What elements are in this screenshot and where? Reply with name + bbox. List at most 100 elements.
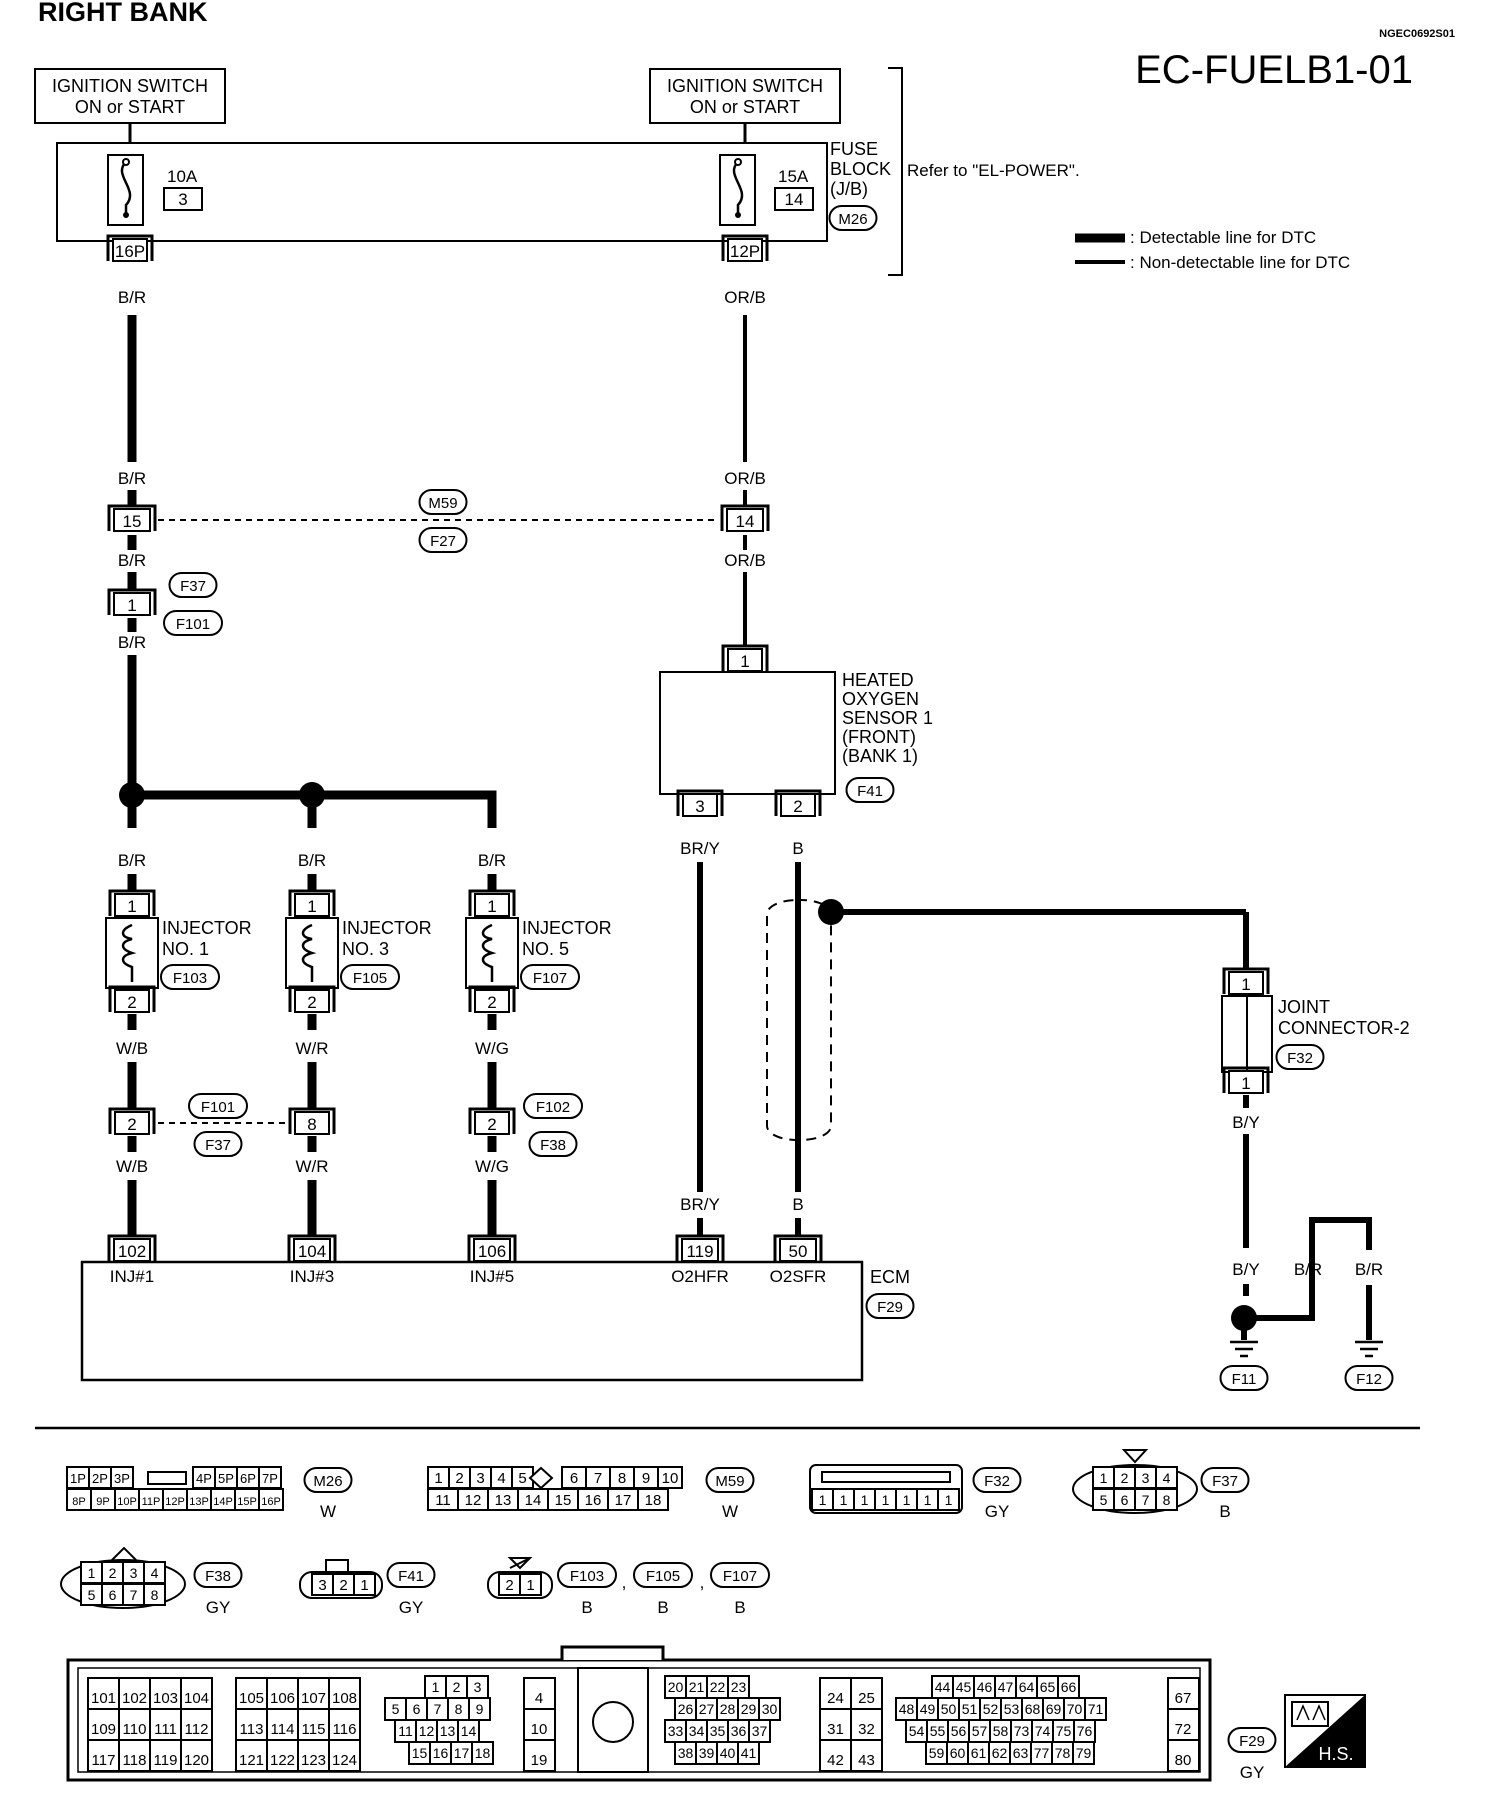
ecm-g2-cell-label: 107 [301,1690,326,1707]
comma: , [622,1573,627,1592]
m59-top-b-cell-label: 6 [570,1470,578,1487]
view-f107-text: F107 [723,1568,757,1585]
pin-14 [726,508,764,532]
view-f107-color: B [734,1598,745,1617]
injector-5-wire-label-out: W/G [475,1039,509,1058]
connector-f101-b-text: F101 [201,1099,235,1116]
ecm-g3-cell-label: 8 [455,1701,463,1717]
m26-bottom-cell [258,1488,284,1511]
ecm-g4-cell-label: 19 [531,1752,548,1769]
ecm-g1-cell [180,1677,213,1710]
m26-latch [147,1471,187,1485]
injector-5-joint-pin-label: 2 [487,1115,496,1134]
ecm-g7-cell-label: 51 [962,1701,978,1717]
ecm-g1-cell-label: 101 [91,1690,116,1707]
wire-label-by: B/Y [1232,1113,1259,1132]
ecm-g6-cell-label: 42 [827,1752,844,1769]
fuse-right-term2 [735,212,741,218]
injector-5-wire-label-ecm: W/G [475,1157,509,1176]
ecm-g7-cell-label: 77 [1034,1745,1050,1761]
ecm-g1-cell-label: 110 [123,1721,147,1738]
inj-conn-key [507,1557,533,1570]
f37-key [1121,1449,1149,1464]
pin-2-ho2s-bracket [774,789,822,816]
f37-bottom-cell-label: 5 [1100,1492,1108,1508]
injector-5-pin-1-bracket [468,889,516,916]
ignition-switch-left-text: IGNITION SWITCH [52,76,208,96]
ecm-g7-cell-label: 71 [1088,1701,1104,1717]
ecm-g5-cell-label: 41 [741,1745,757,1761]
m59-bottom-cell-label: 17 [615,1492,632,1509]
power-bracket [888,67,903,276]
m26-bottom-cell-label: 11P [142,1496,161,1508]
pin-12p [727,238,763,262]
injector-1-connector-text: F103 [173,970,207,987]
fuse-left-term [122,158,130,166]
f41-cell-label: 1 [360,1577,368,1594]
injector-3-joint-pin-bracket [288,1107,336,1134]
joint-connector-label: CONNECTOR-2 [1278,1018,1410,1038]
injector-3-connector [340,964,400,990]
f38-bottom-cell-label: 5 [88,1587,96,1603]
connector-f11-text: F11 [1232,1371,1257,1388]
ecm-label: ECM [870,1267,910,1287]
m59-bottom-cell-label: 11 [435,1492,451,1509]
m26-bottom-cell-label: 8P [72,1496,85,1508]
injector-1-label: INJECTOR [162,918,252,938]
wire-label-orb: OR/B [724,551,766,570]
wire-label-orb: OR/B [724,469,766,488]
connector-f37-text: F37 [180,578,206,595]
ref-code: NGEC0692S01 [1379,28,1455,40]
wire-label-bry-ecm: BR/Y [680,1195,720,1214]
f38-bottom-cell-label: 7 [130,1587,138,1603]
view-m26-color: W [320,1502,336,1521]
fuse-left-term2 [123,212,129,218]
ecm-g7-cell-label: 62 [992,1745,1008,1761]
pin-1-joint-b-label: 1 [1241,1074,1250,1093]
ecm-g3-cell-label: 12 [419,1723,435,1739]
connector-f12 [1344,1365,1394,1391]
f38-key [111,1546,137,1561]
m26-top-b-cell-label: 7P [262,1471,278,1486]
ecm-g3-cell-label: 9 [476,1701,484,1717]
ecm-g2-cell [266,1739,299,1772]
pin-16p [112,238,148,262]
injector-3-wire-label-in: B/R [298,851,326,870]
view-f38 [193,1562,243,1588]
ecm-g5-cell [737,1741,760,1765]
pin-50-label: 50 [789,1242,808,1261]
fuse-block-connector-text: M26 [838,211,867,228]
ecm-g1-cell-label: 117 [92,1752,116,1769]
ecm-g1-cell-label: 119 [154,1752,178,1769]
ecm-g7-cell [1072,1741,1095,1765]
ecm-g3-cell-label: 14 [461,1723,477,1739]
ecm-g7-cell-label: 60 [950,1745,966,1761]
fuse-block-connector [828,205,878,231]
pin-50-bracket [773,1234,823,1261]
ecm-g1-cell [118,1739,151,1772]
ecm-g1-cell [149,1708,182,1741]
injector-1-wire-label-ecm: W/B [116,1157,148,1176]
pin-1-joint-b-bracket [1222,1066,1270,1093]
ecm-g7-cell-label: 54 [909,1723,925,1739]
ecm-g8-cell [1167,1708,1200,1741]
ecm-g2-cell-label: 122 [270,1752,295,1769]
ecm-g1-cell-label: 112 [185,1721,209,1738]
view-f105-color: B [657,1598,668,1617]
ecm-g7-cell-label: 55 [930,1723,946,1739]
ecm-g2-cell-label: 113 [240,1721,264,1738]
legend-detectable: : Detectable line for DTC [1130,228,1316,247]
view-f32 [972,1467,1022,1493]
injector-1-pin-2-bracket [108,985,156,1012]
f41-cell [353,1573,376,1596]
injector-3-coil [301,923,317,982]
heated-oxygen-sensor-label: (BANK 1) [842,746,918,766]
f32-bus [821,1471,951,1483]
fuse-block-label: (J/B) [830,179,868,199]
legend-nondetectable: : Non-detectable line for DTC [1130,253,1350,272]
view-f103-text: F103 [570,1568,604,1585]
pin-3-ho2s [682,793,718,817]
injector-3-joint-pin [294,1111,330,1135]
ecm-g1-cell-label: 102 [122,1690,147,1707]
pin-1-joint-label: 1 [1241,975,1250,994]
